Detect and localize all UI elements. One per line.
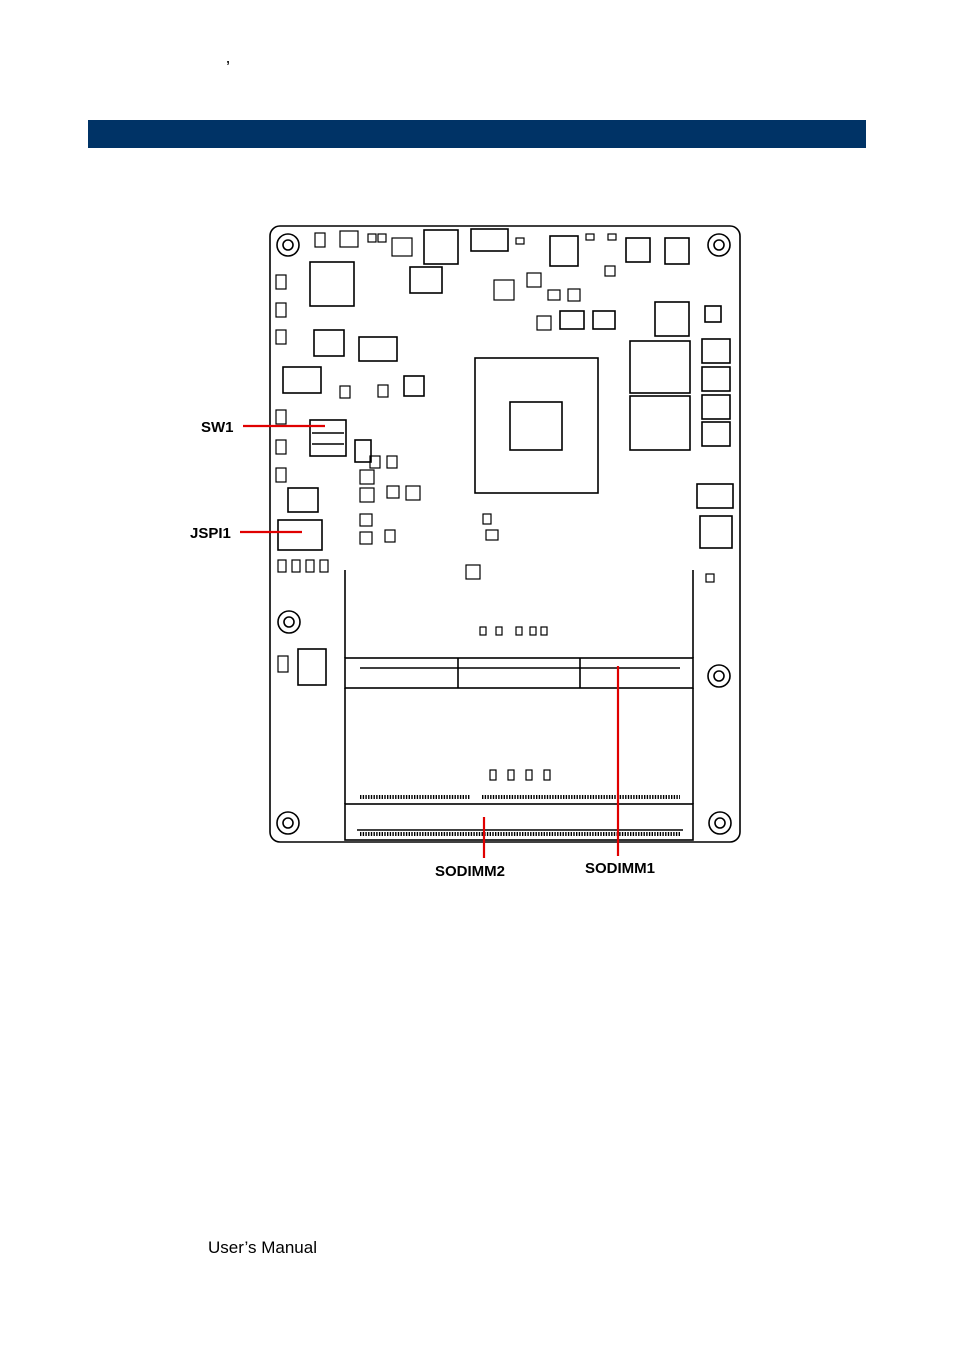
footer-text: User’s Manual [208, 1238, 317, 1258]
sw1-label: SW1 [201, 419, 234, 436]
jspi1-header [278, 520, 322, 550]
sodimm2-slot [345, 688, 693, 840]
sodimm1-slot [345, 570, 693, 688]
board-outline [270, 226, 740, 842]
cpu-package [475, 358, 598, 493]
header-mark: ’ [226, 58, 230, 79]
sodimm1-label: SODIMM1 [585, 860, 655, 877]
board-layout-diagram: SW1 JSPI1 SODIMM2 SODIMM1 [180, 210, 780, 890]
jspi1-label: JSPI1 [190, 525, 231, 542]
sodimm2-label: SODIMM2 [435, 863, 505, 880]
cpu-die [510, 402, 562, 450]
section-header-bar [88, 120, 866, 148]
